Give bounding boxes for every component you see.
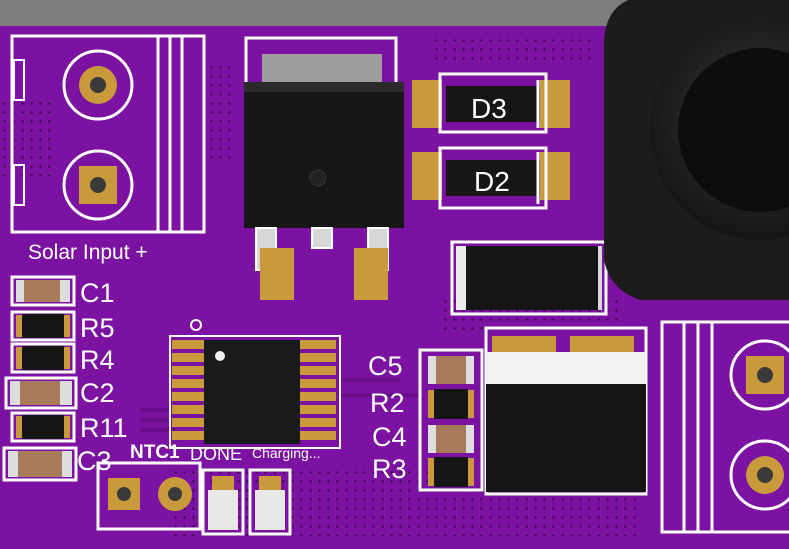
r2-label: R2 xyxy=(370,388,405,418)
diode-d3 xyxy=(412,72,570,134)
d2-label: D2 xyxy=(474,166,510,197)
via-field xyxy=(430,34,595,62)
ntc1-connector xyxy=(96,461,202,531)
charger-ic xyxy=(169,319,341,449)
solar-input-label: Solar Input + xyxy=(28,241,148,264)
passives-right xyxy=(418,348,484,492)
passives-left xyxy=(2,275,78,482)
r3-label: R3 xyxy=(372,454,407,484)
ntc1-label: NTC1 xyxy=(130,442,180,463)
c3-label: C3 xyxy=(77,446,112,476)
r5-label: R5 xyxy=(80,313,115,343)
diode-d2 xyxy=(412,146,570,210)
via-field xyxy=(210,64,232,164)
charging-label: Charging... xyxy=(252,445,320,461)
dpak-regulator xyxy=(244,36,404,300)
status-leds xyxy=(201,468,292,536)
r11-label: R11 xyxy=(80,413,128,443)
c4-label: C4 xyxy=(372,422,407,452)
c5-label: C5 xyxy=(368,351,403,381)
c2-label: C2 xyxy=(80,378,115,408)
power-inductor xyxy=(604,0,789,300)
smd-power-block xyxy=(484,326,648,496)
d3-label: D3 xyxy=(471,93,507,124)
r4-label: R4 xyxy=(80,345,115,375)
output-terminal-block xyxy=(660,320,789,534)
c1-label: C1 xyxy=(80,278,115,308)
schottky-diode xyxy=(450,240,608,316)
via-field xyxy=(0,100,55,180)
solar-terminal-block xyxy=(10,34,206,234)
done-label: DONE xyxy=(190,444,242,464)
